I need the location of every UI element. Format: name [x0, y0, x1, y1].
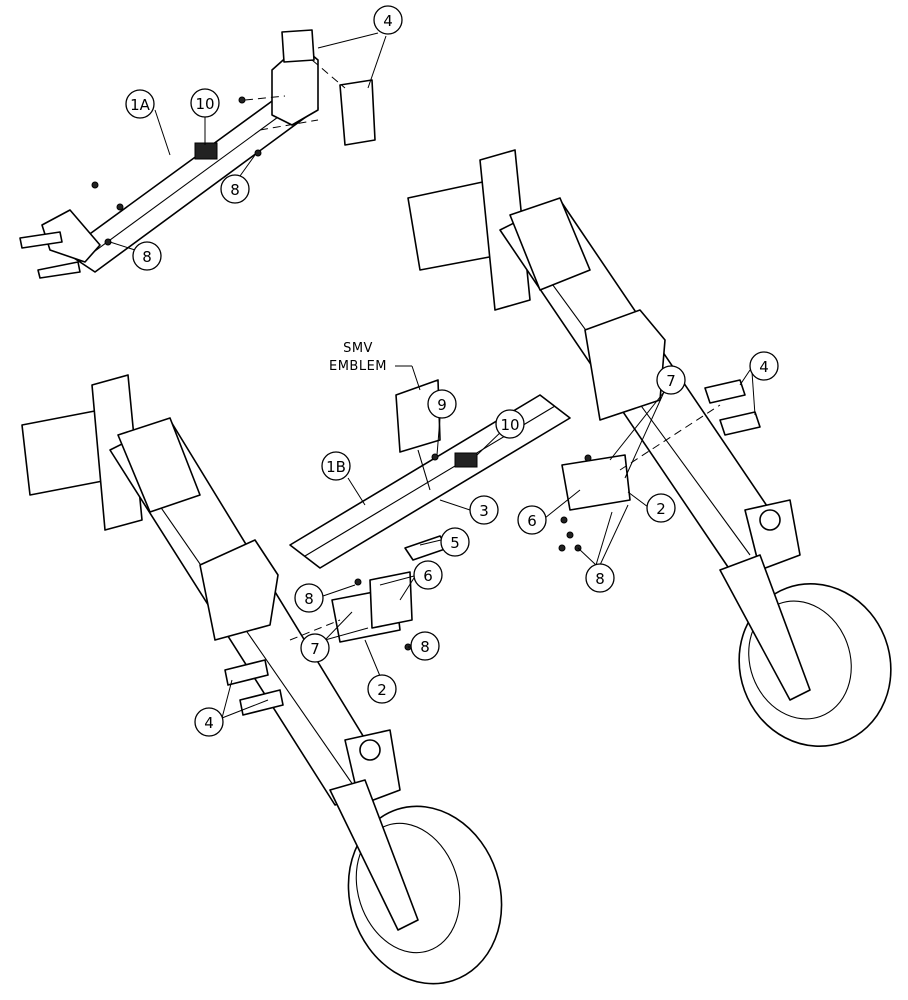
callout-7-center: 7 [300, 633, 330, 663]
frame-1a-end-plate [41, 209, 101, 263]
frame-1a-fork-upper [19, 231, 63, 249]
callout-2-center-text: 2 [377, 681, 387, 699]
callout-3: 3 [469, 495, 499, 525]
left-wheel-fork [329, 779, 419, 931]
callout-4-left: 4 [194, 707, 224, 737]
right-u-bolt-upper [704, 379, 746, 404]
callout-6-center-text: 6 [423, 567, 433, 585]
callout-1b-text: 1B [326, 458, 346, 476]
frame-1a-clamp-top [281, 29, 315, 63]
callout-9-text: 9 [437, 396, 447, 414]
right-cylinder [509, 197, 591, 291]
right-wheel-fork [719, 554, 811, 701]
callout-8-right: 8 [585, 563, 615, 593]
callout-8-top-text: 8 [230, 181, 240, 199]
callout-6-right-text: 6 [527, 512, 537, 530]
callout-4-top-text: 4 [383, 12, 393, 30]
callout-6-right: 6 [517, 505, 547, 535]
callout-2-right: 2 [646, 493, 676, 523]
center-plate-6 [369, 571, 413, 629]
callout-8-top-left: 8 [132, 241, 162, 271]
left-u-bolt-upper [224, 659, 269, 686]
right-plate-2 [561, 454, 631, 511]
callouts: 1A 10 4 8 8 SMV EMBLEM [109, 5, 779, 737]
callout-1a: 1A [125, 89, 155, 119]
left-cylinder [117, 417, 201, 513]
frame-1a-fork-lower [37, 261, 81, 279]
callout-2-center: 2 [367, 674, 397, 704]
callout-10-top-text: 10 [195, 95, 214, 113]
callout-8-top-left-text: 8 [142, 248, 152, 266]
callout-5: 5 [440, 527, 470, 557]
frame-1b-assembly [289, 379, 571, 651]
callout-4-top: 4 [373, 5, 403, 35]
callout-8-right-text: 8 [595, 570, 605, 588]
callout-7-right: 7 [656, 365, 686, 395]
callout-1a-text: 1A [130, 96, 151, 114]
right-gauge-wheel-assembly [407, 149, 892, 748]
callout-3-text: 3 [479, 502, 489, 520]
frame-1b-decal [454, 452, 478, 468]
smv-emblem [395, 379, 441, 453]
callout-8-center-upper: 8 [294, 583, 324, 613]
callout-6-center: 6 [413, 560, 443, 590]
frame-1a-decal [194, 142, 218, 160]
callout-10-top: 10 [190, 88, 220, 118]
callout-7-right-text: 7 [666, 372, 676, 390]
left-shield-plate [199, 539, 279, 641]
callout-10-center: 10 [495, 409, 525, 439]
left-gauge-wheel-assembly [21, 374, 503, 985]
frame-1a-assembly [19, 29, 376, 279]
callout-4-right-text: 4 [759, 358, 769, 376]
callout-7-center-text: 7 [310, 640, 320, 658]
callout-8-center-lower-text: 8 [420, 638, 430, 656]
callout-8-center-upper-text: 8 [304, 590, 314, 608]
callout-2-right-text: 2 [656, 500, 666, 518]
callout-4-right: 4 [749, 351, 779, 381]
callout-8-center-lower: 8 [410, 631, 440, 661]
smv-label-line1: SMV [343, 341, 373, 356]
right-u-bolt-lower [719, 411, 761, 436]
callout-5-text: 5 [450, 534, 460, 552]
smv-label-line2: EMBLEM [329, 359, 387, 374]
callout-10-center-text: 10 [500, 416, 519, 434]
callout-8-top: 8 [220, 174, 250, 204]
frame-1a-clamp-side [339, 79, 376, 146]
right-wheel-yoke [744, 499, 801, 571]
callout-9: 9 [427, 389, 457, 419]
callout-4-left-text: 4 [204, 714, 214, 732]
callout-1b: 1B [321, 451, 351, 481]
